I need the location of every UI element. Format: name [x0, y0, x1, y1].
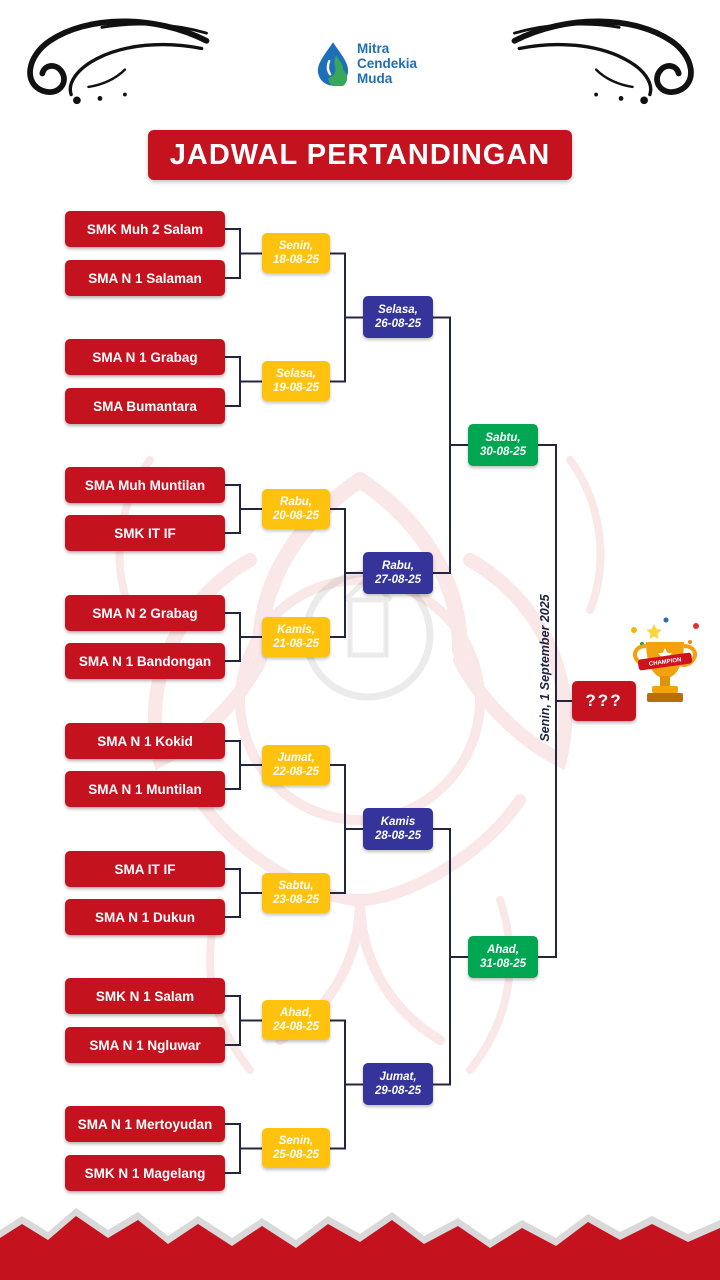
match-date: 26-08-25: [374, 318, 422, 330]
team-box: SMA N 1 Grabag: [65, 339, 225, 375]
round1-date-box: Sabtu, 23-08-25: [262, 873, 330, 913]
semifinal-date-box: Sabtu, 30-08-25: [468, 424, 538, 466]
match-date: 25-08-25: [272, 1149, 320, 1161]
team-name: SMK Muh 2 Salam: [86, 221, 204, 237]
round1-date-box: Jumat, 22-08-25: [262, 745, 330, 785]
round1-date-box: Ahad, 24-08-25: [262, 1000, 330, 1040]
semifinal-date-box: Ahad, 31-08-25: [468, 936, 538, 978]
logo-line-1: Mitra: [357, 40, 390, 56]
match-day: Ahad,: [280, 1007, 312, 1019]
match-date: 30-08-25: [479, 446, 527, 458]
round2-date-box: Kamis 28-08-25: [363, 808, 433, 850]
team-box: SMA N 1 Dukun: [65, 899, 225, 935]
team-name: SMA N 1 Mertoyudan: [77, 1116, 213, 1132]
team-name: SMK IT IF: [114, 525, 176, 541]
match-date: 18-08-25: [272, 254, 320, 266]
team-box: SMA N 1 Salaman: [65, 260, 225, 296]
match-day: Kamis,: [277, 624, 315, 636]
team-box: SMK IT IF: [65, 515, 225, 551]
page-title: JADWAL PERTANDINGAN: [148, 130, 572, 180]
trophy-icon: CHAMPION: [631, 617, 699, 702]
team-box: SMA N 2 Grabag: [65, 595, 225, 631]
team-name: SMA N 1 Kokid: [97, 733, 193, 749]
logo-line-2: Cendekia: [357, 55, 418, 71]
match-day: Kamis: [380, 816, 416, 828]
round1-date-box: Senin, 25-08-25: [262, 1128, 330, 1168]
team-box: SMK Muh 2 Salam: [65, 211, 225, 247]
match-day: Senin,: [278, 240, 314, 252]
team-name: SMA Bumantara: [93, 398, 197, 414]
team-box: SMA Muh Muntilan: [65, 467, 225, 503]
organizer-logo: Mitra Cendekia Muda: [316, 40, 417, 86]
match-date: 29-08-25: [374, 1085, 422, 1097]
logo-line-3: Muda: [357, 70, 393, 86]
corner-flourish-left: [27, 18, 210, 105]
match-date: 20-08-25: [272, 510, 320, 522]
match-day: Jumat,: [277, 752, 315, 764]
confetti: [631, 617, 699, 646]
match-day: Jumat,: [379, 1071, 417, 1083]
match-date: 28-08-25: [374, 830, 422, 842]
match-date: 27-08-25: [374, 574, 422, 586]
match-day: Rabu,: [382, 560, 414, 572]
match-day: Rabu,: [280, 496, 312, 508]
match-day: Sabtu,: [485, 432, 521, 444]
match-day: Ahad,: [487, 944, 519, 956]
champion-ribbon-text: CHAMPION: [649, 657, 682, 667]
round1-date-box: Kamis, 21-08-25: [262, 617, 330, 657]
round1-date-box: Senin, 18-08-25: [262, 233, 330, 273]
champion-placeholder-box: ???: [572, 681, 636, 721]
logo-drop-icon: [317, 42, 349, 86]
round2-date-box: Jumat, 29-08-25: [363, 1063, 433, 1105]
team-box: SMA N 1 Kokid: [65, 723, 225, 759]
champion-ribbon: CHAMPION: [637, 652, 693, 671]
team-name: SMA Muh Muntilan: [84, 477, 206, 493]
team-box: SMA IT IF: [65, 851, 225, 887]
team-name: SMA N 2 Grabag: [92, 605, 198, 621]
team-name: SMA IT IF: [114, 861, 176, 877]
team-box: SMA N 1 Mertoyudan: [65, 1106, 225, 1142]
match-date: 21-08-25: [272, 638, 320, 650]
round2-date-box: Selasa, 26-08-25: [363, 296, 433, 338]
match-date: 23-08-25: [272, 894, 320, 906]
team-name: SMA N 1 Ngluwar: [89, 1037, 201, 1053]
team-name: SMA N 1 Muntilan: [88, 781, 202, 797]
round2-date-box: Rabu, 27-08-25: [363, 552, 433, 594]
match-day: Selasa,: [276, 368, 316, 380]
team-box: SMA N 1 Ngluwar: [65, 1027, 225, 1063]
team-name: SMA N 1 Grabag: [92, 349, 198, 365]
match-day: Senin,: [278, 1135, 314, 1147]
round1-date-box: Rabu, 20-08-25: [262, 489, 330, 529]
match-date: 31-08-25: [479, 958, 527, 970]
team-box: SMA Bumantara: [65, 388, 225, 424]
logo-text: Mitra Cendekia Muda: [357, 41, 417, 86]
match-date: 24-08-25: [272, 1021, 320, 1033]
corner-flourish-right: [511, 18, 694, 105]
team-name: SMA N 1 Salaman: [88, 270, 202, 286]
team-box: SMK N 1 Salam: [65, 978, 225, 1014]
team-name: SMK N 1 Magelang: [84, 1165, 206, 1181]
round1-date-box: Selasa, 19-08-25: [262, 361, 330, 401]
team-name: SMA N 1 Dukun: [94, 909, 195, 925]
match-date: 22-08-25: [272, 766, 320, 778]
team-box: SMA N 1 Bandongan: [65, 643, 225, 679]
team-name: SMK N 1 Salam: [95, 988, 195, 1004]
team-name: SMA N 1 Bandongan: [78, 653, 212, 669]
team-box: SMK N 1 Magelang: [65, 1155, 225, 1191]
match-day: Sabtu,: [278, 880, 314, 892]
match-date: 19-08-25: [272, 382, 320, 394]
match-day: Selasa,: [378, 304, 418, 316]
team-box: SMA N 1 Muntilan: [65, 771, 225, 807]
